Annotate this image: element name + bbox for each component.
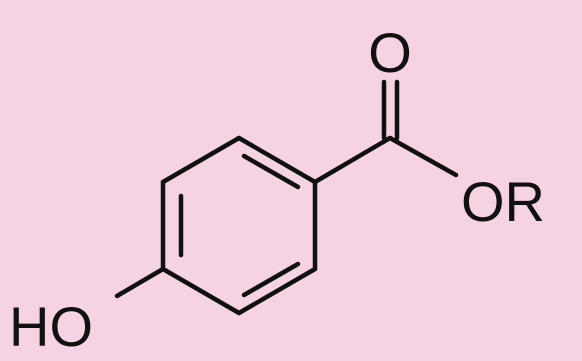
carbonyl-to-ester-oxygen-bond [387,135,459,178]
ring-double-bond-inner-top [241,153,301,190]
ring-to-hydroxyl-bond [114,266,166,299]
ring-bond-bottom-left [160,266,242,316]
benzene-ring [160,135,318,316]
ring-bond-top-right [236,135,318,185]
carbonyl-oxygen-label: O [368,21,412,84]
ring-bond-bottom-right [236,266,318,316]
ring-double-bond-inner-bottom [241,261,301,298]
hydroxyl-group-label: HO [9,295,93,358]
ester-group-label: OR [461,170,545,233]
ring-bond-top-left [160,135,242,185]
ring-to-carbonyl-bond [312,135,393,185]
